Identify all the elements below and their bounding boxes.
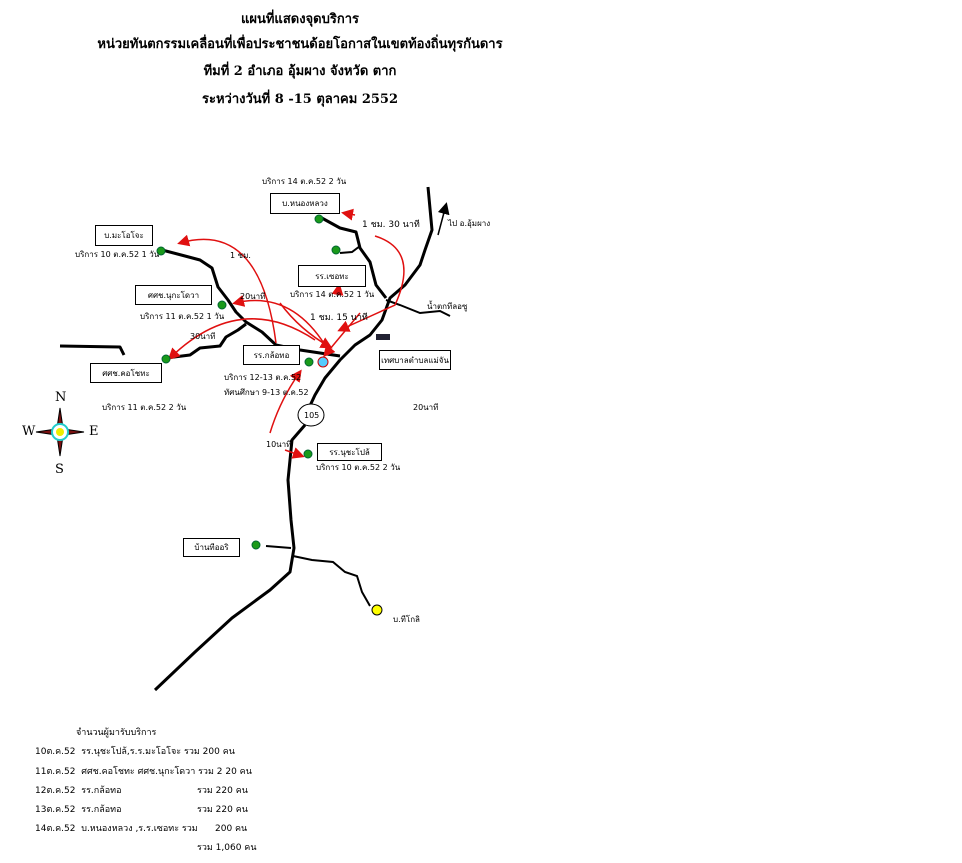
title-line-4: ระหว่างวันที่ 8 -15 ตุลาคม 2552 bbox=[201, 92, 399, 107]
title-line-1: แผนที่แสดงจุดบริการ bbox=[240, 12, 359, 27]
road-far-west bbox=[59, 344, 126, 356]
row-date: 11ต.ค.52 bbox=[35, 767, 76, 777]
kochota-note: บริการ 11 ต.ค.52 2 วัน bbox=[102, 403, 187, 412]
route-arrow bbox=[232, 295, 326, 346]
route-arrow bbox=[279, 302, 333, 349]
row-total: รวม 220 คน bbox=[197, 786, 248, 796]
to-umphang-arrow bbox=[437, 202, 450, 236]
route-arrow bbox=[177, 234, 277, 344]
summary-row: 14ต.ค.52 บ.หนองหลวง ,ร.ร.เซอทะ รวม bbox=[35, 821, 198, 835]
compass-rose-icon bbox=[35, 407, 85, 457]
row-date: 14ต.ค.52 bbox=[35, 824, 76, 834]
maojo-box: บ.มะโอโจะ bbox=[95, 225, 153, 246]
maechan-box: เทศบาลตำบลแม่จัน bbox=[379, 350, 451, 370]
route-arrow bbox=[269, 369, 302, 434]
thiori-box: บ้านทีออริ bbox=[183, 538, 240, 557]
village-icon bbox=[217, 300, 227, 310]
compass-s: S bbox=[55, 462, 64, 477]
road-thikoli bbox=[292, 555, 371, 607]
summary-row: 12ต.ค.52 รร.กล้อทอ bbox=[35, 783, 121, 797]
maojo-note: บริการ 10 ต.ค.52 1 วัน bbox=[75, 250, 160, 259]
municipality-icon bbox=[376, 334, 390, 340]
nukadowa-note: บริการ 11 ต.ค.52 1 วัน bbox=[140, 312, 225, 321]
thikoli-icon bbox=[371, 604, 383, 616]
kochota-box: ศศช.คอโชทะ bbox=[90, 363, 162, 383]
hospital-icon bbox=[317, 356, 329, 368]
time-label: 20นาที bbox=[413, 403, 439, 412]
compass-n: N bbox=[55, 390, 67, 405]
time-label: 1 ชม. 30 นาที bbox=[362, 220, 420, 230]
row-total: รวม 220 คน bbox=[197, 805, 248, 815]
nonglaung-box: บ.หนองหลวง bbox=[270, 193, 340, 214]
time-label: 30นาที bbox=[190, 332, 216, 341]
nonglaung-note: บริการ 14 ต.ค.52 2 วัน bbox=[262, 177, 347, 186]
row-place: รร.นุชะโปล้,ร.ร.มะโอโจะ รวม 200 คน bbox=[81, 747, 235, 757]
compass-w: W bbox=[22, 424, 36, 439]
row-place: บ.หนองหลวง ,ร.ร.เซอทะ รวม bbox=[81, 824, 198, 834]
time-label: 1 ชม. 15 นาที bbox=[310, 313, 368, 323]
klotho-note-1: บริการ 12-13 ต.ค.52 bbox=[224, 373, 302, 382]
waterfall-label: น้ำตกทีลอซู bbox=[427, 302, 468, 311]
summary-heading: จำนวนผู้มารับบริการ bbox=[76, 728, 157, 738]
row-date: 10ต.ค.52 bbox=[35, 747, 76, 757]
nuchapolo-box: รร.นุชะโปล้ bbox=[317, 443, 382, 461]
main-road bbox=[306, 186, 434, 411]
main-road-south bbox=[153, 424, 307, 692]
row-place: ศศช.คอโชทะ ศศช.นุกะโดวา รวม 2 20 คน bbox=[81, 767, 252, 777]
road-105-marker bbox=[297, 403, 325, 427]
grand-total: รวม 1,060 คน bbox=[197, 843, 257, 853]
road-thiori bbox=[265, 545, 292, 549]
time-label: 1 ชม. bbox=[230, 251, 251, 260]
road-kochota-branch bbox=[165, 322, 247, 360]
village-icon bbox=[251, 540, 261, 550]
compass-e: E bbox=[89, 424, 99, 439]
route-arrow bbox=[341, 208, 356, 221]
village-icon bbox=[314, 214, 324, 224]
route-arrow bbox=[323, 312, 361, 358]
sertha-box: รร.เซอทะ bbox=[298, 265, 366, 287]
klotho-box: รร.กล้อทอ bbox=[243, 345, 300, 365]
row-total: 200 คน bbox=[215, 824, 248, 834]
route-arrows bbox=[167, 208, 405, 459]
summary-row: 13ต.ค.52 รร.กล้อทอ bbox=[35, 802, 121, 816]
road-sertha bbox=[339, 245, 361, 254]
village-icon bbox=[331, 245, 341, 255]
sertha-note: บริการ 14 ต.ค.52 1 วัน bbox=[290, 290, 375, 299]
summary-row: 11ต.ค.52 ศศช.คอโชทะ ศศช.นุกะโดวา รวม 2 2… bbox=[35, 764, 252, 778]
village-icon bbox=[156, 246, 166, 256]
klotho-note-2: ทัศนศึกษา 9-13 ต.ค.52 bbox=[224, 388, 309, 397]
title-line-2: หน่วยทันตกรรมเคลื่อนที่เพื่อประชาชนด้อยโ… bbox=[97, 37, 503, 52]
nuchapolo-note: บริการ 10 ต.ค.52 2 วัน bbox=[316, 463, 401, 472]
village-icon bbox=[304, 357, 314, 367]
road-north-branch bbox=[319, 215, 388, 299]
road-105-label: 105 bbox=[304, 411, 320, 420]
nukadowa-box: ศศช.นุกะโดวา bbox=[135, 285, 212, 305]
village-icons bbox=[156, 214, 341, 550]
time-label: 20นาที bbox=[240, 292, 266, 301]
row-place: รร.กล้อทอ bbox=[81, 786, 122, 796]
route-arrow bbox=[167, 318, 316, 361]
row-place: รร.กล้อทอ bbox=[81, 805, 122, 815]
summary-row: 10ต.ค.52 รร.นุชะโปล้,ร.ร.มะโอโจะ รวม 200… bbox=[35, 744, 235, 758]
route-arrow bbox=[331, 283, 344, 296]
row-date: 12ต.ค.52 bbox=[35, 786, 76, 796]
route-arrow bbox=[337, 235, 405, 332]
title-line-3: ทีมที่ 2 อำเภอ อุ้มผาง จังหวัด ตาก bbox=[203, 64, 397, 79]
row-date: 13ต.ค.52 bbox=[35, 805, 76, 815]
to-umphang-label: ไป อ.อุ้มผาง bbox=[448, 219, 491, 228]
village-icon bbox=[303, 449, 313, 459]
route-arrow bbox=[284, 447, 305, 459]
time-label: 10นาที bbox=[266, 440, 292, 449]
village-icon bbox=[161, 354, 171, 364]
thikoli-label: บ.ทีโกลิ bbox=[393, 615, 420, 624]
